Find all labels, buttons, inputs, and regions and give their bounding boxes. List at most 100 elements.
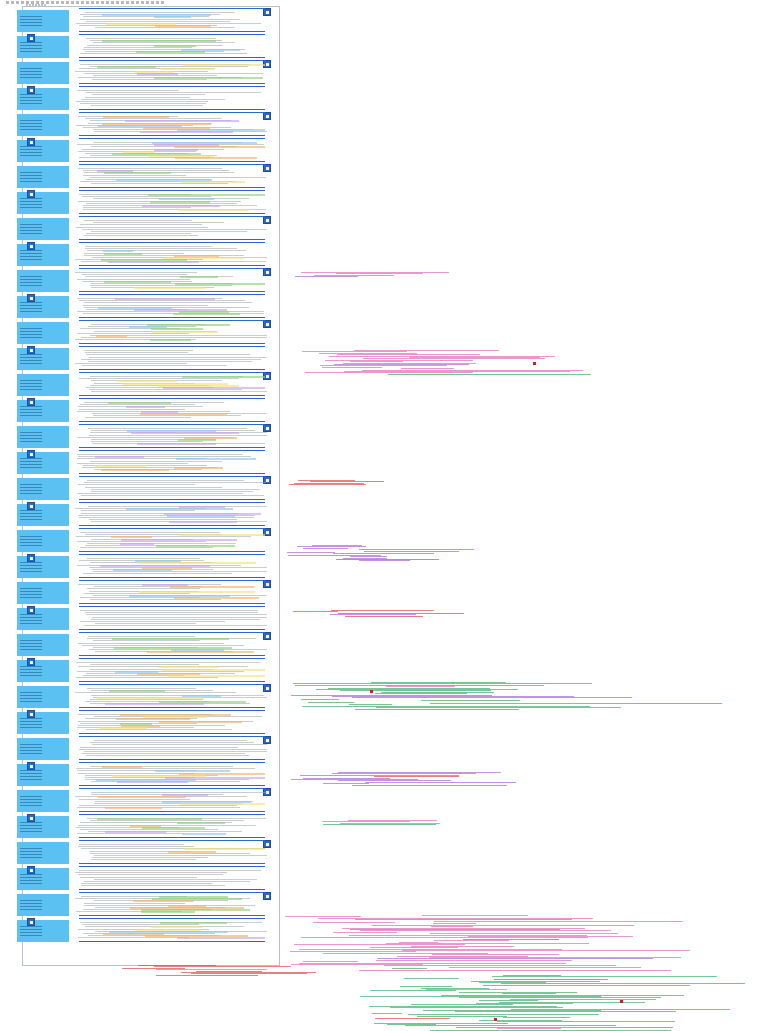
slide-top-rule xyxy=(79,762,265,763)
annotation-line xyxy=(294,276,359,278)
annotation-line xyxy=(303,547,349,549)
text-line xyxy=(79,181,237,183)
highlight-span xyxy=(173,313,241,315)
text-line xyxy=(78,824,256,826)
slide-top-rule xyxy=(79,190,265,191)
annotation-line xyxy=(499,1001,645,1003)
text-line xyxy=(76,677,219,679)
text-line xyxy=(92,75,217,76)
text-line xyxy=(93,803,243,804)
annotation-line xyxy=(295,684,545,686)
slide-badge-icon xyxy=(263,892,271,900)
slide-sidebar xyxy=(17,842,69,864)
slide-top-rule xyxy=(79,528,265,529)
annotation-line xyxy=(324,359,474,361)
text-line xyxy=(80,876,198,878)
text-line xyxy=(88,389,243,391)
annotation-line xyxy=(318,917,594,919)
highlight-span xyxy=(115,179,212,181)
annotation-line xyxy=(421,700,520,702)
slide-badge-icon xyxy=(263,684,271,692)
slide-sidebar xyxy=(17,166,69,188)
slide-bottom-rule xyxy=(79,135,265,136)
text-line xyxy=(82,304,209,306)
document-header-title xyxy=(6,1,166,4)
highlight-span xyxy=(134,70,173,73)
text-line xyxy=(87,428,247,429)
text-line xyxy=(89,519,238,521)
text-line xyxy=(88,356,267,358)
text-line xyxy=(90,792,267,793)
annotation-line xyxy=(362,358,546,360)
text-line xyxy=(83,220,192,221)
highlight-span xyxy=(101,766,142,768)
text-line xyxy=(76,226,208,228)
slide-bottom-rule xyxy=(79,473,265,474)
highlight-span xyxy=(139,590,256,593)
slide-badge-icon xyxy=(263,528,271,536)
text-line xyxy=(84,625,267,627)
text-line xyxy=(81,644,245,646)
annotation-line xyxy=(195,970,263,972)
slide-top-rule xyxy=(79,658,265,659)
highlight-span xyxy=(125,120,240,123)
annotation-line xyxy=(122,967,185,969)
slide-sidebar xyxy=(17,426,69,448)
slide xyxy=(17,320,273,344)
annotation-line xyxy=(355,708,519,710)
highlight-span xyxy=(150,926,203,929)
text-line xyxy=(79,547,214,549)
annotation-line xyxy=(352,697,633,699)
annotation-line xyxy=(322,824,437,826)
highlight-span xyxy=(154,148,199,151)
slide-content xyxy=(75,479,267,497)
annotation-marker-icon xyxy=(533,362,536,365)
text-line xyxy=(84,534,222,536)
annotation-line xyxy=(354,350,499,351)
text-line xyxy=(93,586,202,588)
highlight-span xyxy=(134,560,181,563)
annotation-line xyxy=(364,781,516,783)
slide-sidebar-text xyxy=(20,14,42,26)
annotation-line xyxy=(137,965,217,966)
slide-top-rule xyxy=(79,814,265,815)
text-line xyxy=(91,79,207,81)
highlight-span xyxy=(159,701,246,704)
highlight-span xyxy=(120,722,152,725)
text-line xyxy=(79,404,195,406)
highlight-span xyxy=(167,904,206,907)
annotation-line xyxy=(422,1010,601,1011)
annotation-line xyxy=(337,780,451,782)
text-line xyxy=(85,233,191,235)
text-line xyxy=(75,662,260,663)
text-line xyxy=(78,937,189,939)
highlight-span xyxy=(109,930,229,933)
text-line xyxy=(92,129,253,131)
slide-top-rule xyxy=(79,918,265,919)
text-line xyxy=(77,772,194,774)
slide-top-rule xyxy=(79,866,265,867)
annotation-line xyxy=(373,1022,509,1024)
text-line xyxy=(89,66,248,68)
slide-sidebar xyxy=(17,816,69,838)
text-line xyxy=(90,441,204,443)
annotation-line xyxy=(181,972,316,973)
slide xyxy=(17,502,273,526)
annotation-line xyxy=(467,936,633,937)
annotation-line xyxy=(429,1029,672,1031)
highlight-span xyxy=(178,209,249,211)
slide xyxy=(17,658,273,682)
slide-sidebar-text xyxy=(20,924,42,936)
slide-top-rule xyxy=(79,736,265,737)
highlight-span xyxy=(158,198,214,201)
slide-sidebar-text xyxy=(20,222,42,234)
highlight-span xyxy=(104,172,171,175)
annotation-line xyxy=(299,962,566,964)
slide-content xyxy=(75,63,267,81)
text-line xyxy=(90,439,216,440)
annotation-line xyxy=(483,984,691,986)
slide-content xyxy=(75,323,267,341)
text-line xyxy=(90,859,197,861)
slide-sidebar-text xyxy=(20,768,42,780)
text-line xyxy=(77,458,206,460)
